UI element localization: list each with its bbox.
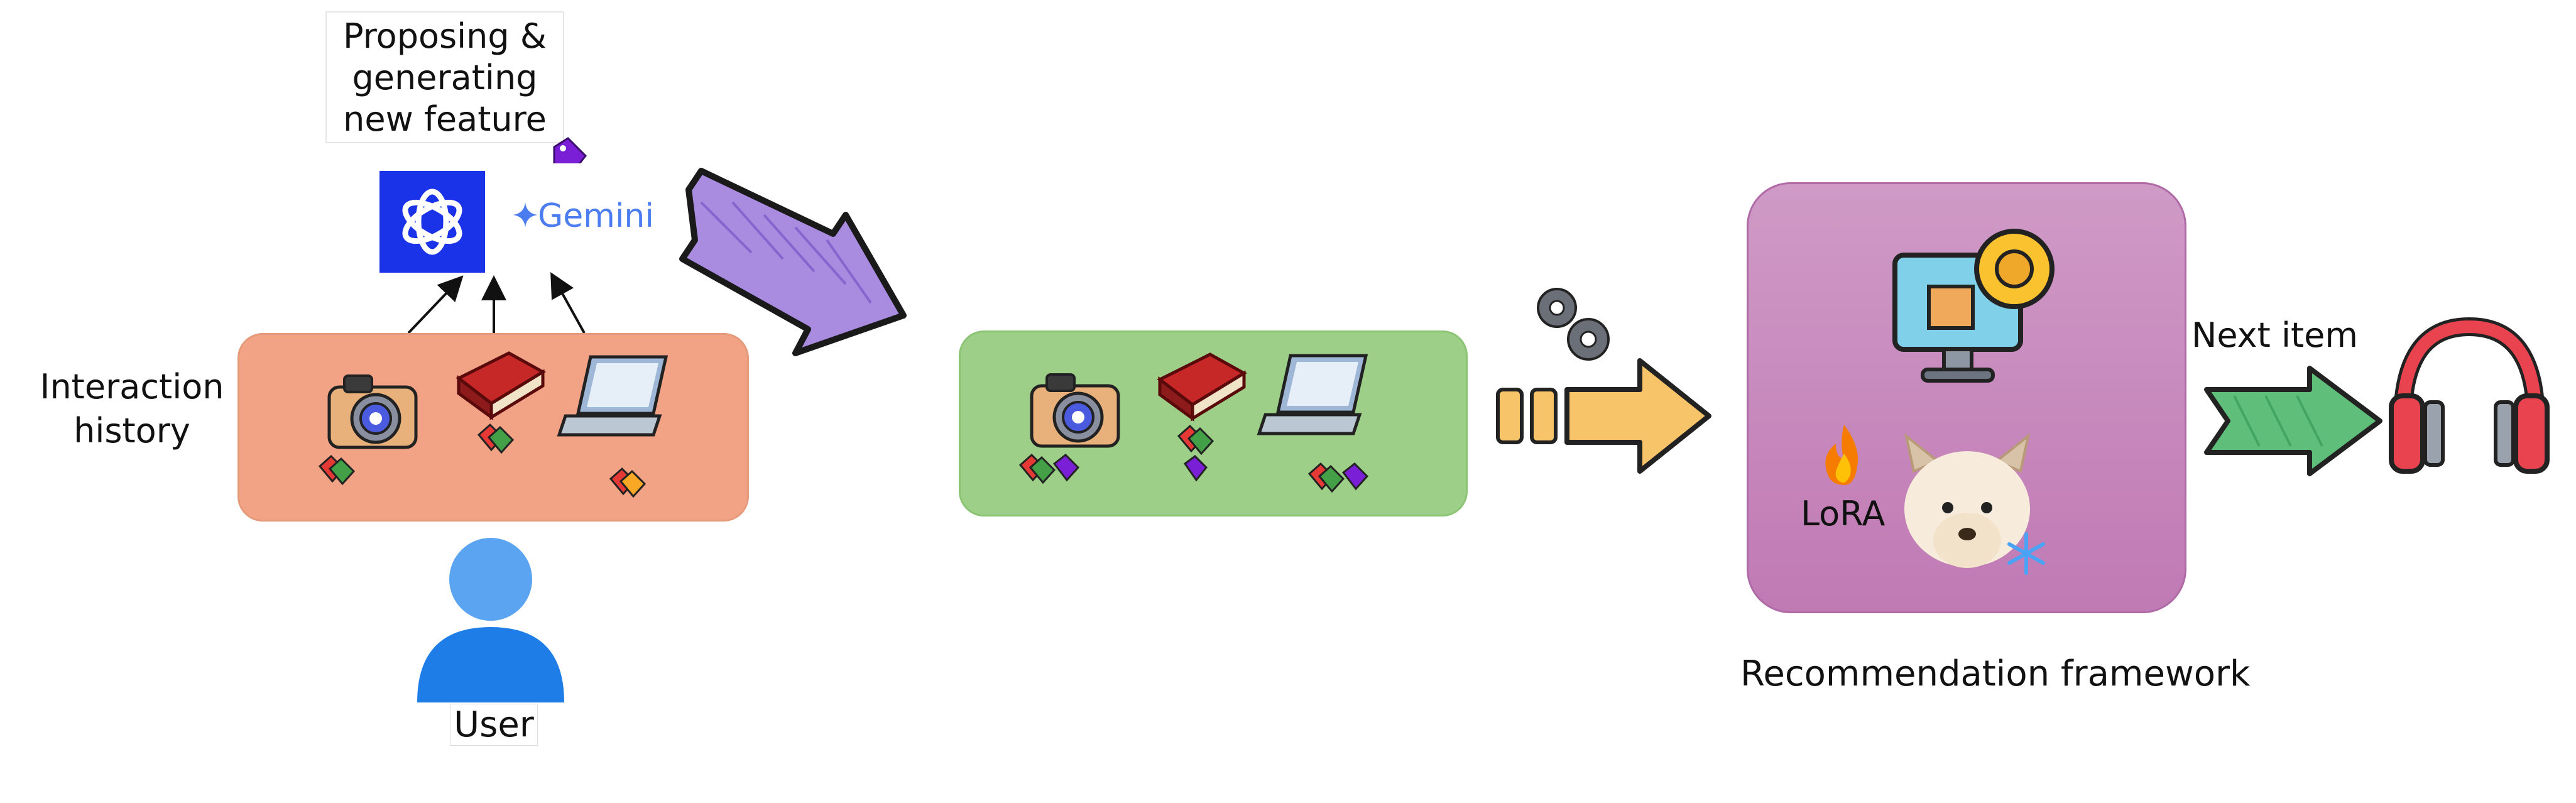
interaction-label-2: history [74, 411, 190, 451]
camera-icon [327, 374, 418, 449]
user-label: User [450, 704, 538, 746]
book-icon [456, 351, 546, 420]
orange-arrow [1496, 358, 1711, 474]
fire-icon [1825, 425, 1858, 485]
title-box: Proposing & generating new feature [325, 11, 564, 143]
title-line-3: new feature [343, 99, 547, 139]
green-arrow [2204, 366, 2382, 476]
lora-label: LoRA [1801, 494, 1886, 533]
title-line-2: generating [352, 58, 538, 97]
interaction-label-1: Interaction [40, 367, 224, 407]
purple-arrow [679, 168, 907, 356]
arrows-to-llms [407, 272, 586, 334]
headphones-icon [2389, 317, 2550, 474]
tag-icon [318, 454, 356, 486]
title-line-1: Proposing & [343, 16, 547, 56]
tag-icon [477, 423, 515, 454]
book-icon [1157, 352, 1247, 422]
tag-icon [1307, 462, 1369, 493]
snowflake-icon [2007, 532, 2045, 575]
tag-icon [1177, 424, 1214, 482]
computer-gear-icon [1892, 229, 2055, 383]
user-icon [417, 538, 564, 702]
gemini-logo: Gemini [496, 163, 654, 264]
gemini-text: Gemini [538, 197, 654, 235]
gemini-star-icon [513, 202, 538, 227]
chatgpt-logo [379, 171, 485, 273]
llama-icon [1904, 432, 2031, 568]
camera-icon [1030, 373, 1120, 448]
gears-icon [1537, 288, 1610, 361]
tag-icon [1018, 453, 1080, 484]
framework-label: Recommendation framework [1740, 653, 2251, 694]
next-item-label: Next item [2191, 315, 2358, 355]
tag-icon [609, 467, 647, 498]
laptop-icon [1257, 354, 1368, 435]
laptop-icon [557, 355, 669, 437]
